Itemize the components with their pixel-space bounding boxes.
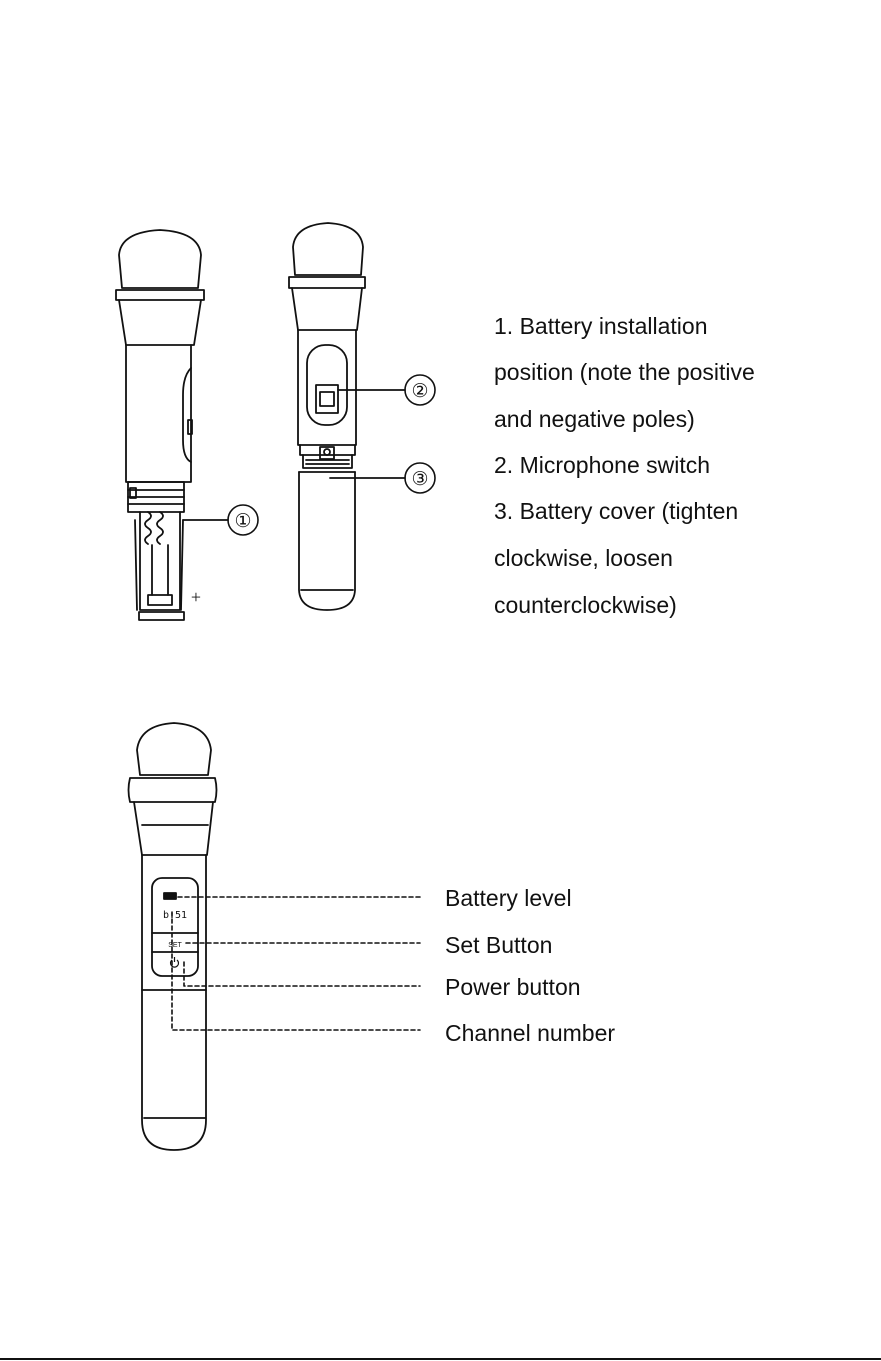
- marker-2: ②: [411, 381, 428, 402]
- legend-line-7: counterclockwise): [494, 594, 677, 617]
- callout-leaders: [172, 897, 420, 1030]
- legend-line-1: 1. Battery installation: [494, 315, 708, 338]
- microphone-assembled: [289, 223, 405, 610]
- legend-line-4: 2. Microphone switch: [494, 454, 710, 477]
- marker-1: ①: [234, 511, 251, 532]
- leader-power-button: [184, 962, 420, 986]
- callout-battery-level: Battery level: [445, 887, 572, 910]
- set-label: SET: [168, 942, 182, 949]
- bottom-rule: [0, 1358, 881, 1360]
- legend-line-6: clockwise, loosen: [494, 547, 673, 570]
- legend-line-2: position (note the positive: [494, 361, 755, 384]
- callout-set-button: Set Button: [445, 934, 552, 957]
- legend-line-3: and negative poles): [494, 408, 695, 431]
- microphone-open-battery: [116, 230, 228, 620]
- callout-power-button: Power button: [445, 976, 581, 999]
- leader-channel-number: [172, 912, 420, 1030]
- channel-display: b:51: [163, 910, 187, 921]
- marker-3: ③: [411, 469, 428, 490]
- legend-line-5: 3. Battery cover (tighten: [494, 500, 738, 523]
- plus-sign: +: [191, 587, 201, 607]
- callout-channel-number: Channel number: [445, 1022, 615, 1045]
